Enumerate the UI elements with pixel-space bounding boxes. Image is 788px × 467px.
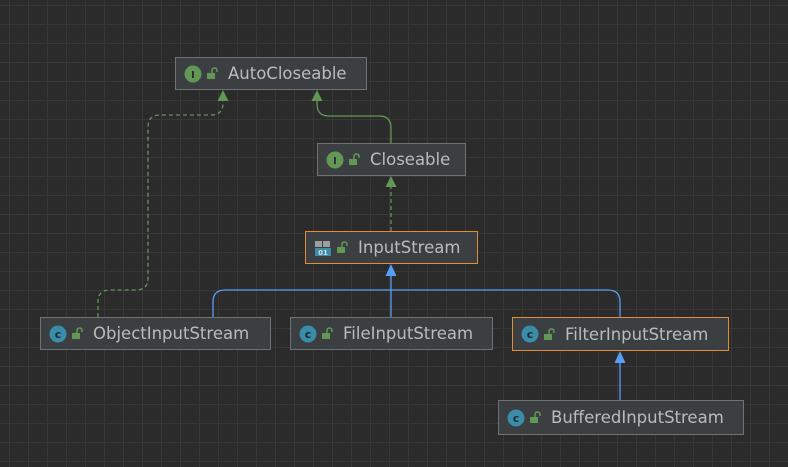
node-label: ObjectInputStream <box>93 324 250 343</box>
svg-text:c: c <box>527 328 534 341</box>
svg-text:I: I <box>191 70 195 81</box>
edge-objectinputstream-autocloseable <box>97 100 224 317</box>
abstract-class-icon: 01 <box>314 239 332 257</box>
svg-text:c: c <box>305 328 312 341</box>
node-label: FilterInputStream <box>565 324 709 344</box>
arrowhead-filterinputstream <box>614 351 626 363</box>
node-label: FileInputStream <box>343 324 474 343</box>
node-label: AutoCloseable <box>228 64 347 83</box>
lock-open-icon <box>529 411 542 424</box>
class-icon: c <box>507 409 525 427</box>
arrowhead-autocloseable-from-closeable <box>311 90 323 101</box>
node-label: InputStream <box>358 238 461 257</box>
svg-text:I: I <box>333 156 337 167</box>
interface-icon: I <box>326 151 344 169</box>
class-icon: c <box>49 325 67 343</box>
lock-open-icon <box>348 153 361 166</box>
class-icon: c <box>299 325 317 343</box>
arrowhead-autocloseable-from-objectinputstream <box>217 90 229 101</box>
node-closeable[interactable]: I Closeable <box>317 143 466 176</box>
svg-text:01: 01 <box>318 249 328 257</box>
edge-closeable-autocloseable <box>316 100 392 143</box>
node-inputstream[interactable]: 01 InputStream <box>305 231 478 264</box>
node-bufferedinputstream[interactable]: c BufferedInputStream <box>498 400 744 435</box>
edge-objectinputstream-inputstream <box>212 289 391 317</box>
arrowhead-closeable-from-inputstream <box>385 176 397 187</box>
lock-open-icon <box>71 327 84 340</box>
node-objectinputstream[interactable]: c ObjectInputStream <box>40 317 271 350</box>
lock-open-icon <box>321 327 334 340</box>
interface-icon: I <box>184 65 202 83</box>
lock-open-icon <box>543 327 556 341</box>
node-filterinputstream[interactable]: c FilterInputStream <box>512 317 729 351</box>
svg-text:c: c <box>55 328 62 341</box>
node-autocloseable[interactable]: I AutoCloseable <box>175 57 367 90</box>
class-icon: c <box>521 325 539 343</box>
node-fileinputstream[interactable]: c FileInputStream <box>290 317 493 350</box>
lock-open-icon <box>336 241 349 254</box>
node-label: Closeable <box>370 150 451 169</box>
lock-open-icon <box>206 67 219 80</box>
edge-filterinputstream-inputstream <box>391 289 621 317</box>
arrowhead-inputstream <box>385 264 397 276</box>
svg-text:c: c <box>513 412 520 425</box>
node-label: BufferedInputStream <box>551 408 724 427</box>
